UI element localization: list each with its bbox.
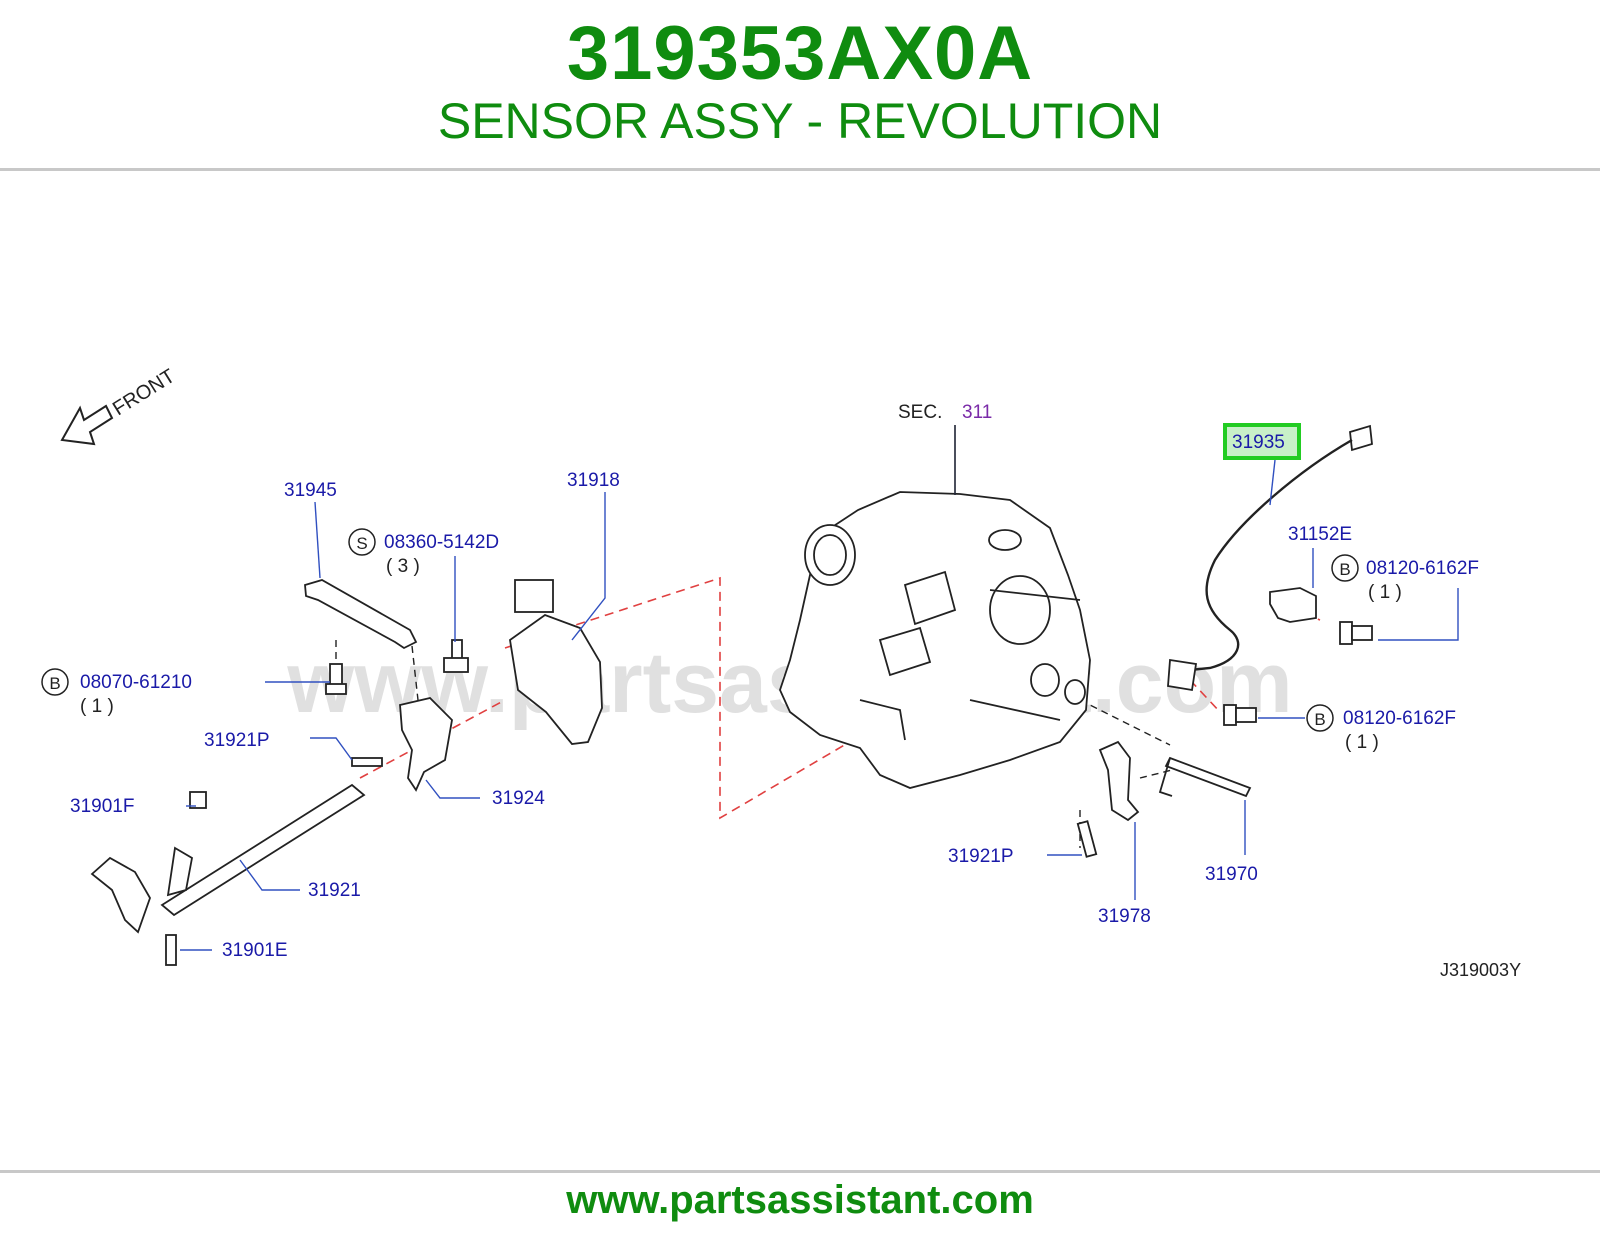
callout-08120-6162F-bottom[interactable]: 08120-6162F [1343, 708, 1456, 729]
callout-31921P-left[interactable]: 31921P [204, 730, 270, 751]
front-arrow-icon [60, 404, 114, 446]
callout-08360-5142D[interactable]: 08360-5142D [384, 532, 499, 553]
header: 319353AX0A SENSOR ASSY - REVOLUTION [0, 0, 1600, 170]
svg-text:B: B [1339, 560, 1350, 579]
parts-diagram: www.partsassistant.com FRONT [0, 172, 1600, 1172]
left-assembly-drawing [90, 579, 603, 966]
badge-b-bottom: B [1306, 704, 1334, 732]
callout-31901F[interactable]: 31901F [70, 796, 134, 817]
badge-b-left: B [41, 668, 69, 696]
callout-31921P-right[interactable]: 31921P [948, 846, 1014, 867]
part-number-title: 319353AX0A [566, 11, 1034, 96]
footer-divider [0, 1170, 1600, 1173]
callout-31921[interactable]: 31921 [308, 880, 361, 901]
callout-31970[interactable]: 31970 [1205, 864, 1258, 885]
callout-08120-6162F-top[interactable]: 08120-6162F [1366, 558, 1479, 579]
callout-labels: 31935 31945 31918 08360-5142D ( 3 ) 0807… [70, 432, 1479, 961]
badge-s: S [348, 528, 376, 556]
front-label: FRONT [109, 365, 179, 420]
footer-url[interactable]: www.partsassistant.com [566, 1178, 1034, 1222]
callout-31901E[interactable]: 31901E [222, 940, 288, 961]
part-description: SENSOR ASSY - REVOLUTION [437, 93, 1163, 149]
callout-31918[interactable]: 31918 [567, 470, 620, 491]
drawing-code: J319003Y [1440, 960, 1521, 980]
callout-08360-qty: ( 3 ) [386, 556, 420, 577]
callout-08120-bottom-qty: ( 1 ) [1345, 732, 1379, 753]
highlight-box [1223, 423, 1301, 460]
callout-31924[interactable]: 31924 [492, 788, 545, 809]
section-prefix: SEC. [898, 402, 942, 423]
callout-08070-qty: ( 1 ) [80, 696, 114, 717]
callout-31978[interactable]: 31978 [1098, 906, 1151, 927]
badge-b-top: B [1331, 554, 1359, 582]
section-number[interactable]: 311 [962, 402, 992, 423]
callout-08120-top-qty: ( 1 ) [1368, 582, 1402, 603]
callout-31152E[interactable]: 31152E [1288, 524, 1352, 545]
svg-text:B: B [1314, 710, 1325, 729]
svg-text:B: B [49, 674, 60, 693]
right-assembly-drawing [1076, 424, 1373, 858]
transmission-case-drawing [779, 491, 1091, 789]
svg-text:S: S [356, 534, 367, 553]
callout-31935[interactable]: 31935 [1232, 432, 1285, 453]
callout-08070-61210[interactable]: 08070-61210 [80, 672, 192, 693]
callout-31945[interactable]: 31945 [284, 480, 337, 501]
header-divider [0, 168, 1600, 171]
